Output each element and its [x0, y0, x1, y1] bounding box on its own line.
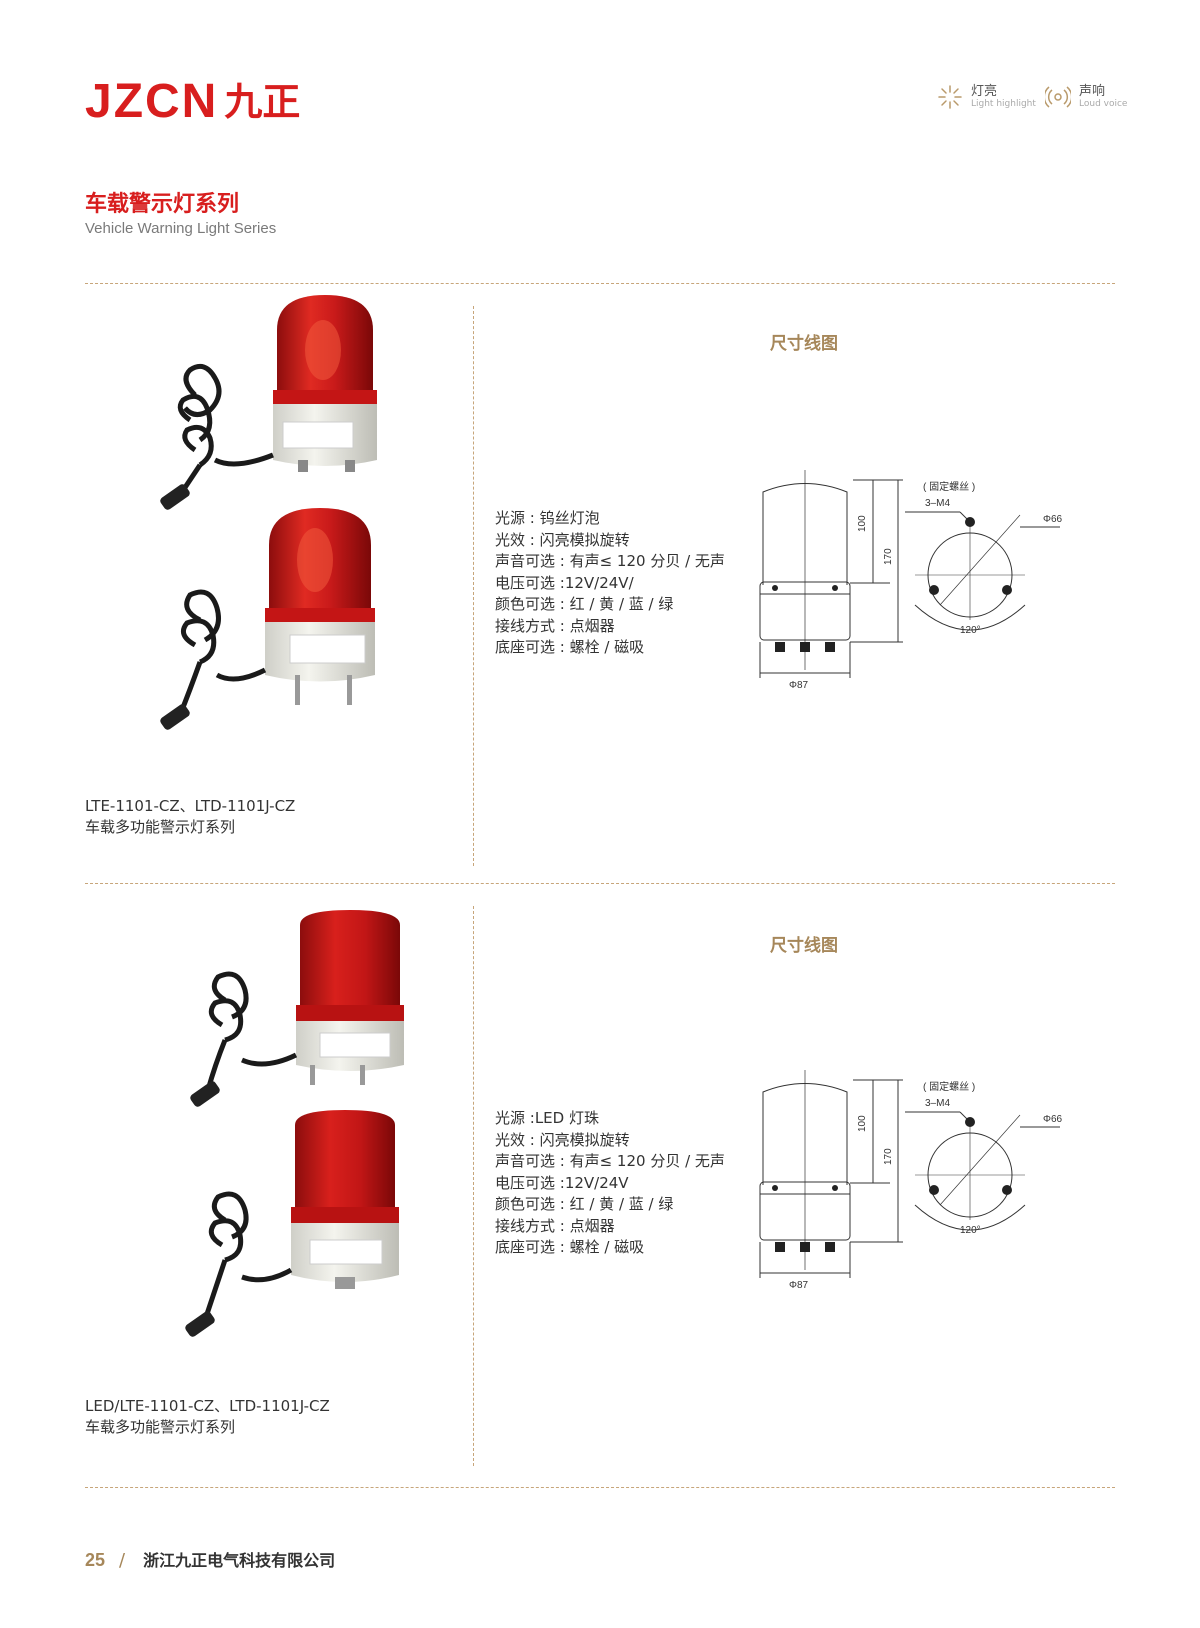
series-title-cn: 车载警示灯系列 [85, 192, 240, 217]
dimension-title-2: 尺寸线图 [770, 936, 838, 956]
warning-lamp-1b [265, 508, 375, 705]
coiled-cord-2b [202, 1191, 293, 1321]
logo-cn-text: 九正 [224, 80, 301, 124]
dim-height-100: 100 [857, 1115, 868, 1132]
warning-lamp-2b [291, 1110, 399, 1289]
warning-lamp-2a [296, 910, 404, 1085]
product-caption-1: LTE-1101-CZ、LTD-1101J-CZ 车载多功能警示灯系列 [85, 796, 295, 838]
spec-list-2: 光源 :LED 灯珠 光效 : 闪亮模拟旋转 声音可选 : 有声≤ 120 分贝… [495, 1108, 725, 1259]
dimension-title-1: 尺寸线图 [770, 334, 838, 354]
product-model-1: LTE-1101-CZ、LTD-1101J-CZ [85, 797, 296, 815]
spec-light-effect: 光效 : 闪亮模拟旋转 [495, 1130, 630, 1149]
coiled-cord-1b [177, 589, 267, 716]
coiled-cord-2a [205, 971, 298, 1091]
product-photo-1 [160, 295, 377, 730]
dim-height-170: 170 [883, 548, 894, 565]
product-model-2: LED/LTE-1101-CZ、LTD-1101J-CZ [85, 1397, 330, 1415]
light-icon [938, 85, 962, 109]
spec-sound: 声音可选 : 有声≤ 120 分贝 / 无声 [495, 1152, 725, 1170]
dim-height-100: 100 [857, 515, 868, 532]
feature-light: 灯亮 Light highlight [937, 84, 1036, 110]
dim-diameter-87: Φ87 [789, 680, 809, 691]
feature-sound: 声响 Loud voice [1045, 84, 1127, 110]
dimension-drawing-2: 100 170 Φ87 ( 固定螺丝 ) 3–M4 Φ66 120° [759, 1070, 1063, 1291]
page-number: 25 [85, 1550, 106, 1570]
divider-top [85, 283, 1115, 284]
divider-middle [85, 883, 1115, 884]
company-name: 浙江九正电气科技有限公司 [143, 1551, 336, 1570]
page-footer: 25 / 浙江九正电气科技有限公司 [85, 1547, 335, 1571]
dimension-drawing-1: 100 170 Φ87 ( 固定螺丝 ) 3–M4 Φ66 120° [759, 470, 1063, 691]
dim-angle-120: 120° [960, 625, 981, 636]
divider-bottom [85, 1487, 1115, 1488]
spec-color: 颜色可选 : 红 / 黄 / 蓝 / 绿 [495, 595, 674, 613]
logo-latin-text: JZCN [85, 75, 219, 128]
spec-light-source: 光源 :LED 灯珠 [495, 1109, 599, 1127]
dim-height-170: 170 [883, 1148, 894, 1165]
spec-voltage: 电压可选 :12V/24V [495, 1173, 629, 1192]
dim-pcd-66: Φ66 [1043, 514, 1063, 525]
divider-vertical-1 [473, 306, 474, 866]
spec-light-effect: 光效 : 闪亮模拟旋转 [495, 530, 630, 549]
divider-vertical-2 [473, 906, 474, 1466]
brand-logo: JZCN 九正 [85, 78, 300, 126]
spec-wiring: 接线方式 : 点烟器 [495, 616, 615, 635]
footer-slash: / [119, 1550, 126, 1571]
dim-screw-spec: 3–M4 [925, 498, 950, 509]
product-caption-2: LED/LTE-1101-CZ、LTD-1101J-CZ 车载多功能警示灯系列 [85, 1396, 330, 1438]
product-name-1: 车载多功能警示灯系列 [85, 818, 236, 836]
dim-angle-120: 120° [960, 1225, 981, 1236]
dim-pcd-66: Φ66 [1043, 1114, 1063, 1125]
spec-color: 颜色可选 : 红 / 黄 / 蓝 / 绿 [495, 1195, 674, 1213]
coiled-cord-1a [177, 363, 274, 497]
spec-light-source: 光源 : 钨丝灯泡 [495, 509, 600, 527]
spec-sound: 声音可选 : 有声≤ 120 分贝 / 无声 [495, 552, 725, 570]
spec-base: 底座可选 : 螺栓 / 磁吸 [495, 1238, 645, 1256]
feature-light-cn: 灯亮 [971, 84, 998, 99]
spec-list-1: 光源 : 钨丝灯泡 光效 : 闪亮模拟旋转 声音可选 : 有声≤ 120 分贝 … [495, 508, 725, 659]
product-photo-2 [185, 910, 404, 1337]
spec-wiring: 接线方式 : 点烟器 [495, 1216, 615, 1235]
feature-sound-cn: 声响 [1079, 84, 1106, 99]
dim-screw-spec: 3–M4 [925, 1098, 950, 1109]
spec-base: 底座可选 : 螺栓 / 磁吸 [495, 638, 645, 656]
dim-note-screw: ( 固定螺丝 ) [923, 1080, 975, 1093]
warning-lamp-1a [273, 295, 377, 472]
series-title-en: Vehicle Warning Light Series [85, 220, 277, 237]
spec-voltage: 电压可选 :12V/24V/ [495, 573, 634, 592]
dim-diameter-87: Φ87 [789, 1280, 809, 1291]
dim-note-screw: ( 固定螺丝 ) [923, 480, 975, 493]
sound-icon [1045, 86, 1071, 108]
feature-sound-en: Loud voice [1079, 99, 1128, 109]
product-name-2: 车载多功能警示灯系列 [85, 1418, 236, 1436]
feature-light-en: Light highlight [971, 99, 1036, 109]
